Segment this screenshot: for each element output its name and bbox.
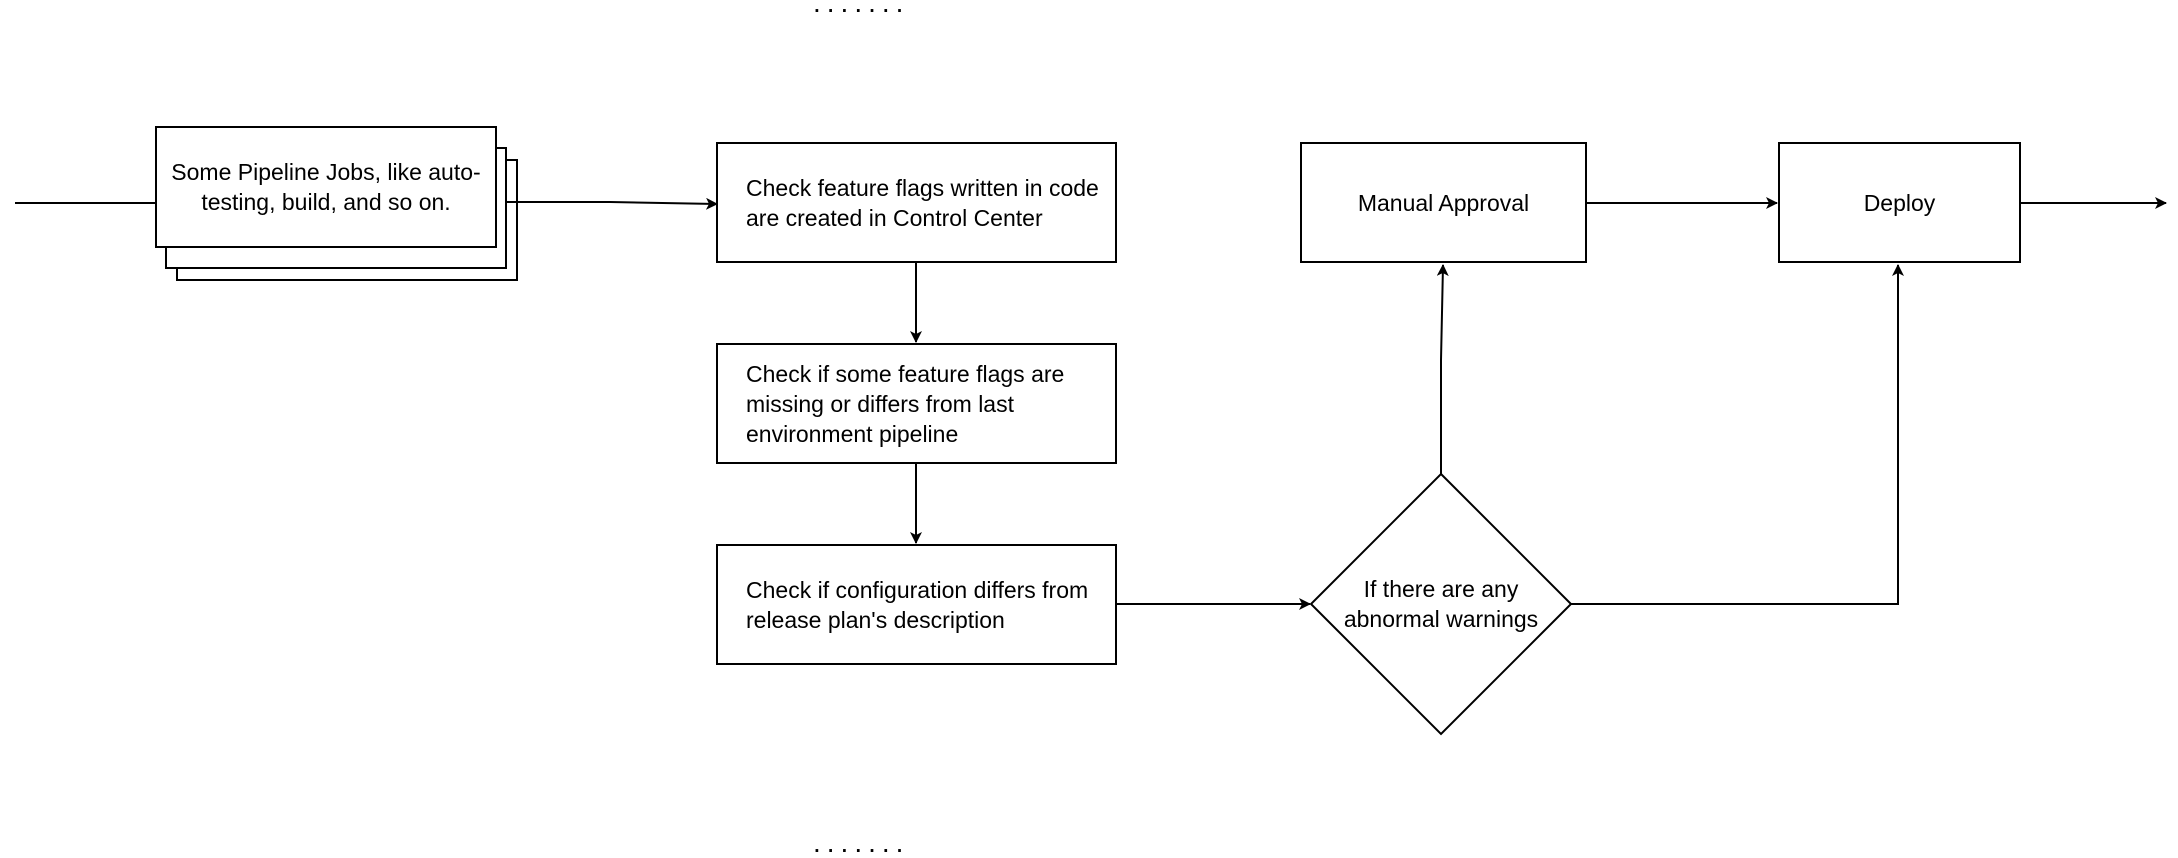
decision-node[interactable]: If there are any abnormal warnings [1331,564,1551,644]
check-config-node[interactable]: Check if configuration differs from rele… [716,544,1117,665]
deploy-node[interactable]: Deploy [1778,142,2021,263]
arrow-decision-to-deploy [1571,264,1904,605]
arrow-decision-to-approval [1436,264,1449,474]
decision-diamond-shape [1309,472,1573,736]
check-flags-created-node[interactable]: Check feature flags written in code are … [716,142,1117,263]
arrow-jobs-to-check-created [506,197,718,210]
manual-approval-node[interactable]: Manual Approval [1300,142,1587,263]
pipeline-jobs-label: Some Pipeline Jobs, like auto-testing, b… [171,159,481,215]
check-flags-missing-node[interactable]: Check if some feature flags are missing … [716,343,1117,464]
decision-label: If there are any abnormal warnings [1343,576,1539,632]
deploy-label: Deploy [1863,189,1936,216]
manual-approval-label: Manual Approval [1357,189,1530,216]
bottom-ellipsis: ....... [813,827,910,858]
check-flags-missing-label: Check if some feature flags are missing … [746,360,1065,447]
check-flags-created-label: Check feature flags written in code are … [746,174,1099,231]
pipeline-jobs-node[interactable]: Some Pipeline Jobs, like auto-testing, b… [155,126,497,248]
check-config-label: Check if configuration differs from rele… [746,576,1089,633]
top-ellipsis: ....... [813,0,910,18]
